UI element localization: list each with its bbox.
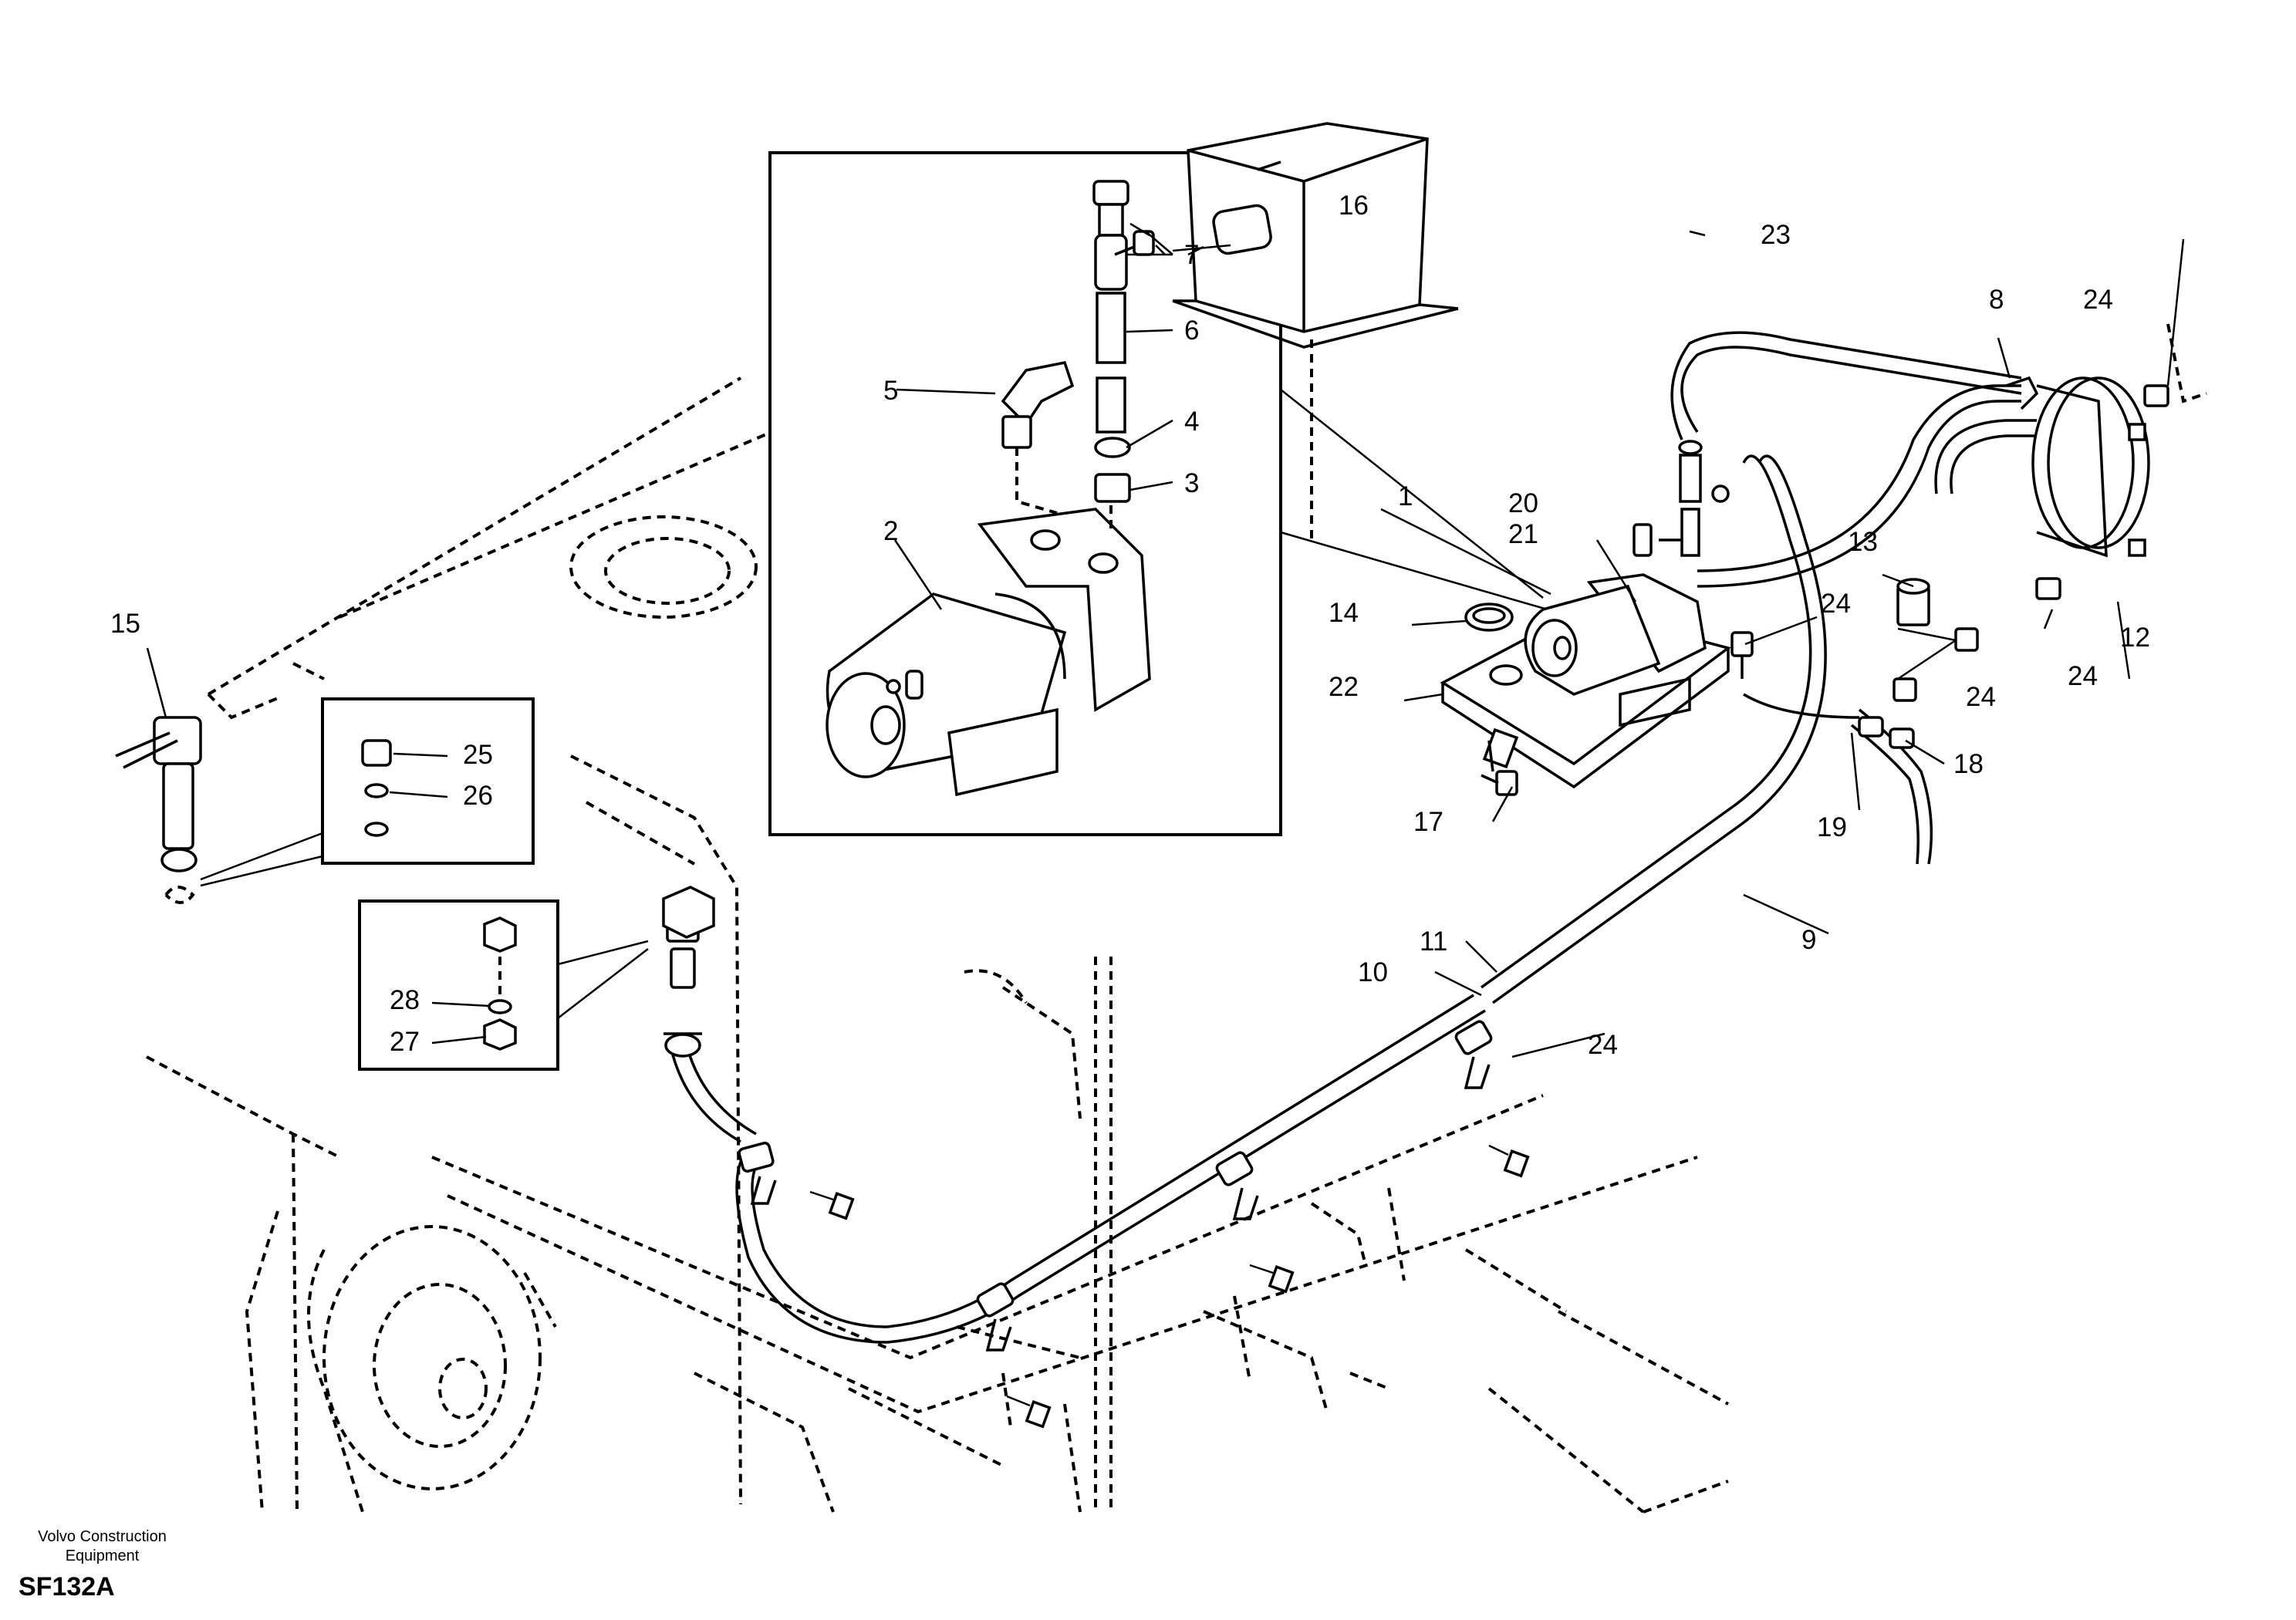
filler-fitting xyxy=(662,886,715,1058)
screw-24-a xyxy=(2143,384,2169,407)
callout-24-center: 24 xyxy=(1821,589,1851,619)
screw-24-b xyxy=(1730,631,1754,679)
callout-23: 23 xyxy=(1761,220,1791,250)
elbow-fitting-5 xyxy=(1001,360,1075,515)
callout-6: 6 xyxy=(1184,316,1199,346)
callout-16: 16 xyxy=(1339,191,1369,221)
callout-21: 21 xyxy=(1508,519,1538,549)
callout-7: 7 xyxy=(1184,240,1199,270)
callout-4: 4 xyxy=(1184,407,1199,437)
callout-11: 11 xyxy=(1420,926,1447,957)
callout-24-far-right: 24 xyxy=(2068,661,2098,691)
clamp-18-19 xyxy=(1858,716,1915,749)
hose-clamp-8-12 xyxy=(2005,323,2207,558)
callout-26: 26 xyxy=(463,781,493,811)
clamp-bolts xyxy=(809,1144,1530,1429)
tube-fittings xyxy=(1092,180,1131,532)
callout-labels: 1 2 3 4 5 6 7 8 9 10 11 12 13 14 15 16 1… xyxy=(110,191,2150,1060)
callout-22: 22 xyxy=(1329,672,1359,702)
pump-motor-2 xyxy=(826,508,1151,797)
machine-frame-outline xyxy=(146,376,1729,1514)
callout-19: 19 xyxy=(1817,812,1847,842)
hose-clamps xyxy=(738,1020,1493,1352)
screw-24-c xyxy=(1893,627,1979,702)
top-hose xyxy=(1670,331,2037,865)
callout-25: 25 xyxy=(463,740,493,770)
callout-10: 10 xyxy=(1358,957,1388,987)
callout-17: 17 xyxy=(1413,807,1443,837)
callout-24-right: 24 xyxy=(1966,682,1996,712)
screw-17 xyxy=(1481,770,1518,796)
screw-24-d xyxy=(2035,577,2061,600)
filter-15 xyxy=(115,716,202,904)
callout-24-top: 24 xyxy=(2083,285,2113,315)
callout-9: 9 xyxy=(1801,925,1816,955)
callout-28: 28 xyxy=(390,985,420,1015)
callout-18: 18 xyxy=(1953,749,1984,779)
return-hose xyxy=(1697,384,2021,588)
callout-13: 13 xyxy=(1848,527,1878,557)
callout-14: 14 xyxy=(1329,598,1359,628)
callout-12: 12 xyxy=(2120,623,2150,653)
callout-15: 15 xyxy=(110,609,140,639)
callout-20: 20 xyxy=(1508,488,1538,518)
valve-16 xyxy=(1114,230,1155,256)
grommet-14 xyxy=(1464,602,1514,632)
brand-caption: Volvo Construction Equipment xyxy=(8,1527,197,1566)
clip-13 xyxy=(1896,578,1930,626)
pump-assembly-1 xyxy=(1440,440,1731,789)
brand-line-2: Equipment xyxy=(65,1547,140,1564)
leader-lines xyxy=(146,222,2185,1058)
detail-box-27-28 xyxy=(358,899,649,1071)
tank-23 xyxy=(1172,122,1459,540)
callout-24-bottom: 24 xyxy=(1588,1030,1618,1060)
callout-1: 1 xyxy=(1398,481,1413,511)
callout-2: 2 xyxy=(883,516,898,546)
callout-5: 5 xyxy=(883,376,898,406)
brand-line-1: Volvo Construction xyxy=(38,1528,167,1545)
callout-3: 3 xyxy=(1184,468,1199,498)
callout-27: 27 xyxy=(390,1027,420,1057)
detail-box-25-26 xyxy=(200,697,535,887)
callout-8: 8 xyxy=(1989,285,2004,315)
drawing-code: SF132A xyxy=(19,1572,115,1601)
